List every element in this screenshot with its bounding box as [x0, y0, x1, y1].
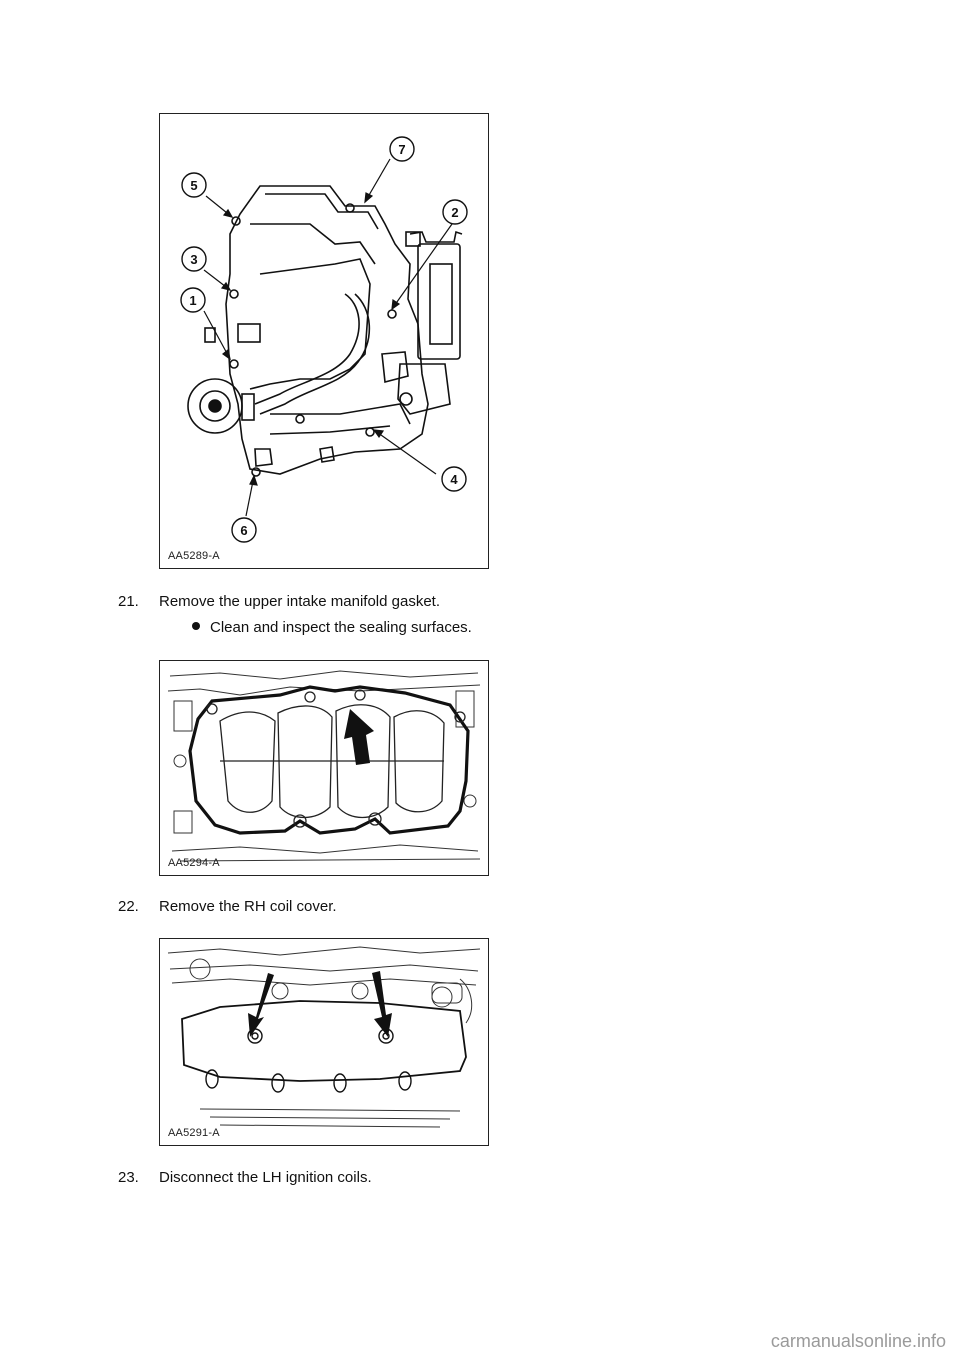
figure-label: AA5289-A [168, 550, 220, 562]
bullet-text: Clean and inspect the sealing surfaces. [210, 619, 472, 636]
figure-upper-intake-manifold: 5 7 2 3 1 4 6 AA5289-A [159, 113, 489, 569]
figure-label: AA5294-A [168, 857, 220, 869]
callout-4: 4 [450, 472, 458, 487]
figure-label: AA5291-A [168, 1127, 220, 1139]
figure-rh-coil-cover: AA5291-A [159, 938, 489, 1146]
step-number: 23. [118, 1169, 139, 1186]
manifold-illustration: 5 7 2 3 1 4 6 [180, 136, 468, 543]
step-text: Remove the RH coil cover. [159, 898, 337, 915]
step-number: 22. [118, 898, 139, 915]
step-23: 23. Disconnect the LH ignition coils. [118, 1169, 372, 1187]
callout-2: 2 [451, 205, 458, 220]
bullet-item: Clean and inspect the sealing surfaces. [192, 619, 472, 637]
callout-1: 1 [189, 293, 196, 308]
step-text: Disconnect the LH ignition coils. [159, 1169, 372, 1186]
coil-cover-illustration [167, 946, 481, 1128]
callout-3: 3 [190, 252, 197, 267]
bullet-dot-icon [192, 622, 200, 630]
callout-6: 6 [240, 523, 247, 538]
step-text: Remove the upper intake manifold gasket. [159, 593, 440, 610]
step-22: 22. Remove the RH coil cover. [118, 898, 337, 916]
figure-intake-manifold-gasket: AA5294-A [159, 660, 489, 876]
step-number: 21. [118, 593, 139, 610]
callout-7: 7 [398, 142, 405, 157]
gasket-illustration [167, 670, 481, 862]
step-21: 21. Remove the upper intake manifold gask… [118, 593, 440, 611]
callout-5: 5 [190, 178, 197, 193]
watermark: carmanualsonline.info [770, 1331, 946, 1351]
